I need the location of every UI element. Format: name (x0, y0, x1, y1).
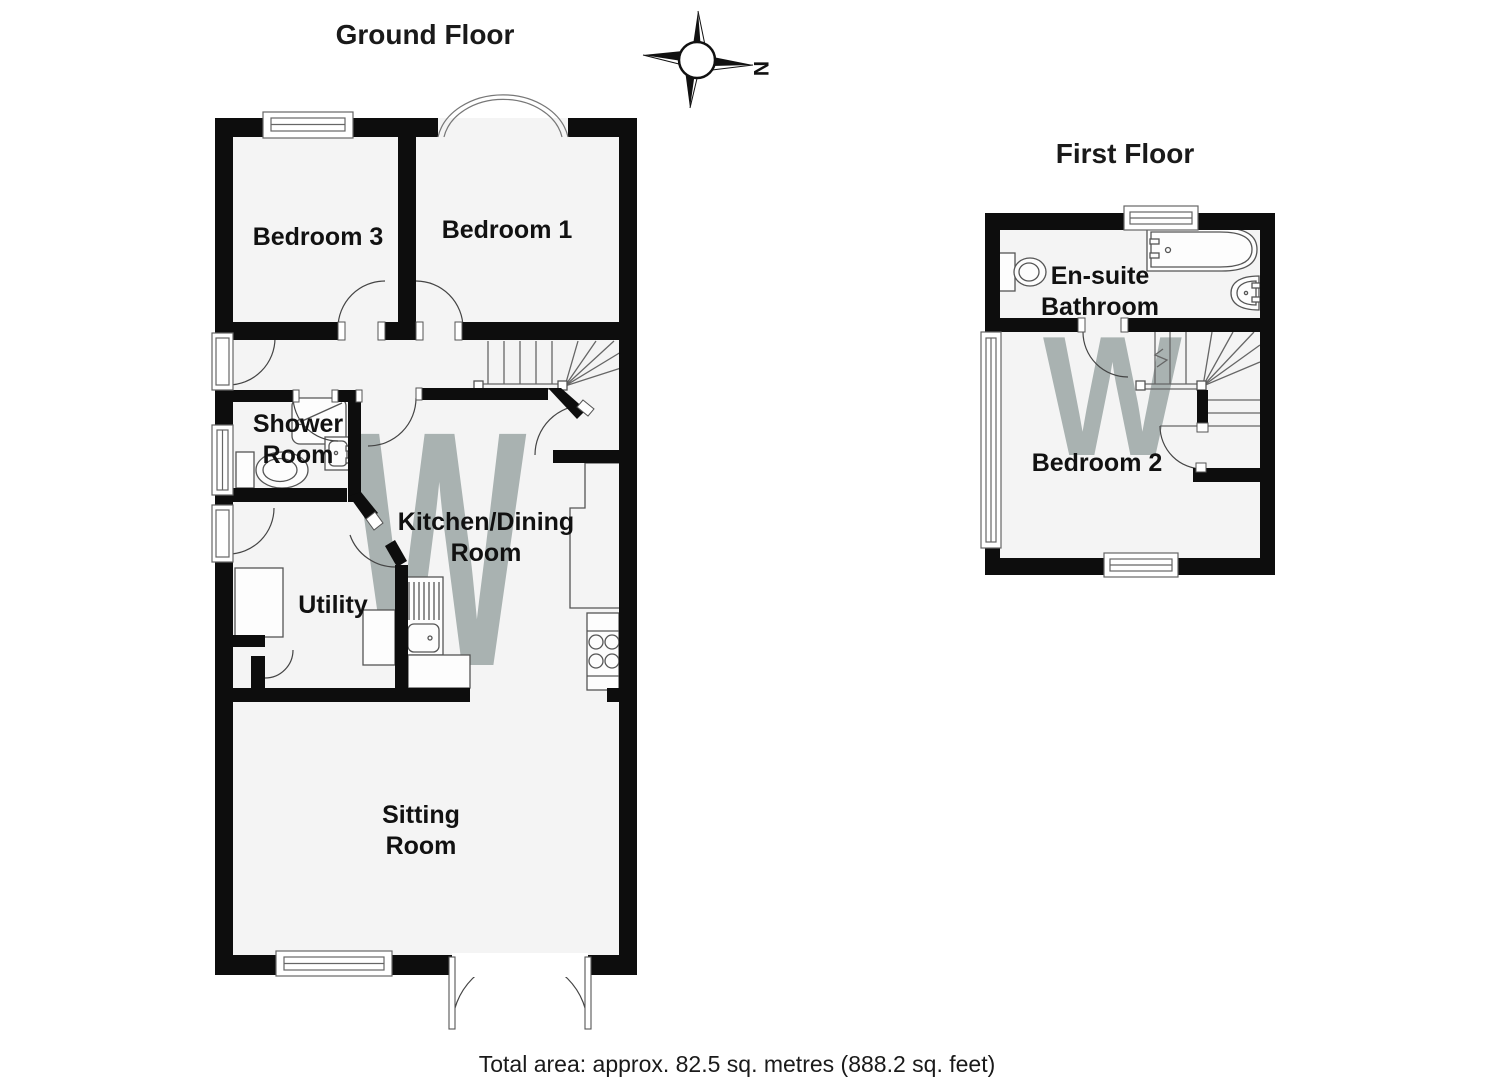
side-door-arc (227, 507, 275, 555)
front-door-frame (211, 332, 234, 391)
bedroom3-door-arc (337, 280, 386, 329)
bathroom-door-arc (1082, 331, 1129, 378)
room-label-shower-room: Shower Room (252, 410, 344, 469)
window-bedroom2-side (980, 331, 1002, 549)
compass-icon: N (642, 10, 772, 109)
room-label-ensuite: En-suite Bathroom (1040, 262, 1160, 321)
front-door-arc (227, 337, 276, 386)
wall-understairs-diagonal (548, 388, 586, 419)
tap (1149, 252, 1160, 259)
hob-burner (588, 653, 604, 669)
tap (1251, 296, 1261, 303)
french-door-leaf-right (584, 956, 592, 1030)
room-label-utility: Utility (298, 591, 368, 619)
hob-unit (586, 612, 620, 691)
door-jambs-ground (292, 321, 595, 531)
french-door-leaf-left (448, 956, 456, 1030)
wall-shower-diagonal (349, 492, 378, 521)
side-door-frame (211, 504, 234, 563)
room-label-kitchen-dining: Kitchen/Dining Room (397, 508, 575, 567)
bay-arch-inner (443, 98, 563, 138)
room-label-bedroom3: Bedroom 3 (252, 223, 384, 251)
ground-floor-footprint (215, 118, 637, 975)
stair-break-mark (1153, 348, 1169, 368)
hall-kitchen-door-arc (367, 397, 417, 447)
window-shower-room (211, 424, 234, 496)
first-floor-title: First Floor (1055, 138, 1195, 169)
cupboard-door-arc (264, 649, 294, 679)
toilet-first (998, 252, 1047, 292)
shower-room-basin (324, 436, 355, 471)
bathtub (1146, 227, 1258, 272)
toilet-ground (235, 451, 309, 489)
utility-counter (362, 609, 396, 666)
wall-bed-divider (398, 137, 416, 322)
ground-floor-plan: W (211, 94, 637, 1030)
bay-arch-outer (437, 94, 569, 138)
door-leaf-understairs (576, 399, 595, 417)
wall-stair-stub (1197, 390, 1208, 423)
kitchen-sink-unit (395, 576, 444, 656)
french-door-opening (452, 953, 588, 977)
openings-first (980, 205, 1199, 578)
window-bedroom3 (262, 111, 354, 139)
shower-tray (291, 397, 347, 445)
openings-ground (211, 94, 592, 1030)
compass-north-label: N (749, 61, 772, 76)
hob-burner (588, 634, 604, 650)
room-label-sitting-room: Sitting Room (382, 801, 460, 860)
tap (1251, 282, 1261, 289)
total-area-text: Total area: approx. 82.5 sq. metres (888… (478, 1051, 996, 1077)
window-bedroom2-bottom (1103, 552, 1179, 578)
room-label-bedroom2: Bedroom 2 (1031, 449, 1163, 477)
bedroom1-door-arc (415, 280, 464, 329)
kitchen-counter-low (407, 654, 471, 689)
first-floor-plan: W (980, 205, 1275, 578)
window-sitting-room (275, 950, 393, 977)
door-leaf-diagonal (365, 511, 384, 531)
window-bathroom (1123, 205, 1199, 231)
tap (1149, 238, 1160, 245)
utility-appliance (234, 567, 284, 638)
staircase-first (1135, 331, 1261, 427)
basin-first (1230, 275, 1261, 311)
room-label-bedroom1: Bedroom 1 (441, 216, 573, 244)
wall-diagonal-stub (385, 540, 407, 567)
watermark-first: W (1043, 301, 1182, 492)
door-jambs-first (1077, 317, 1209, 473)
shower-door-arc (292, 395, 339, 442)
ground-floor-title: Ground Floor (335, 19, 515, 50)
utility-door-arc (349, 534, 397, 568)
